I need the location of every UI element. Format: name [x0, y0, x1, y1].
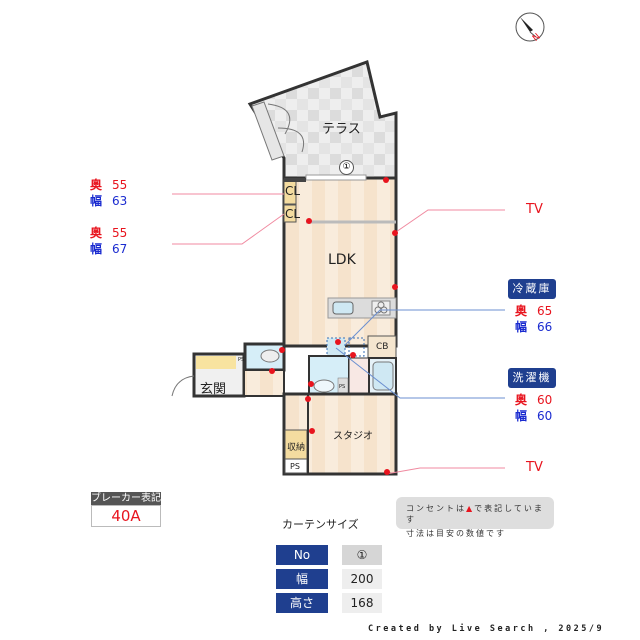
note-box: コンセントは▲で表記しています 寸法は目安の数値です — [396, 497, 554, 538]
breaker-title: ブレーカー表記 — [91, 492, 161, 505]
note-line-1: コンセントは▲で表記しています — [406, 503, 544, 525]
room-label-closet-1: CL — [285, 184, 301, 198]
curtain-header: 高さ — [276, 593, 328, 613]
note-line-2: 寸法は目安の数値です — [406, 529, 506, 538]
tv-label-studio: TV — [526, 460, 543, 475]
outlet — [269, 368, 275, 374]
note-line-1-pre: コンセントは — [406, 504, 466, 513]
fridge-dims: 奥 65 幅 66 — [515, 303, 552, 335]
width-label: 幅 — [515, 409, 528, 423]
outlet-markers — [269, 177, 398, 475]
window-marker: ① — [339, 160, 354, 175]
washer-title: 洗濯機 — [508, 368, 556, 388]
closet-dims-2: 奥 55 幅 67 — [90, 225, 127, 257]
entrance — [171, 352, 246, 398]
depth-label: 奥 — [90, 178, 103, 192]
depth-value: 55 — [112, 226, 128, 240]
width-label: 幅 — [90, 194, 103, 208]
room-label-ps-wash: PS — [339, 384, 346, 390]
room-label-studio: スタジオ — [333, 431, 373, 442]
closet-2 — [283, 204, 297, 223]
washroom — [308, 355, 350, 395]
compass-icon: N — [515, 12, 545, 44]
curtain-header: No — [276, 545, 328, 565]
outlet — [306, 218, 312, 224]
depth-value: 65 — [537, 304, 553, 318]
depth-label: 奥 — [90, 226, 103, 240]
note-line-1-post: で表記しています — [406, 504, 544, 524]
toilet-room — [243, 342, 286, 372]
outlet — [309, 428, 315, 434]
outlet — [392, 230, 398, 236]
curtain-value: ① — [342, 545, 382, 565]
depth-value: 55 — [112, 178, 128, 192]
room-label-terrace: テラス — [322, 122, 361, 137]
breaker-value: 40A — [91, 505, 161, 527]
bathtub — [368, 357, 397, 395]
outlet — [308, 381, 314, 387]
tv-label-ldk: TV — [526, 202, 543, 217]
outlet — [279, 347, 285, 353]
curtain-row: 高さ 168 — [276, 593, 382, 613]
outlet — [384, 469, 390, 475]
room-label-ps-toilet: PS — [238, 357, 245, 363]
closet-1 — [283, 178, 306, 205]
depth-value: 60 — [537, 393, 553, 407]
curtain-row: 幅 200 — [276, 569, 382, 589]
width-value: 67 — [112, 242, 128, 256]
fridge-title: 冷蔵庫 — [508, 279, 556, 299]
width-label: 幅 — [515, 320, 528, 334]
room-label-storage: 収納 — [287, 443, 306, 453]
outlet — [350, 352, 356, 358]
depth-label: 奥 — [515, 393, 528, 407]
curtain-value: 168 — [342, 593, 382, 613]
outlet — [383, 177, 389, 183]
studio-room — [282, 392, 398, 476]
curtain-table: No ① 幅 200 高さ 168 — [276, 545, 382, 613]
curtain-row: No ① — [276, 545, 382, 565]
breaker-box: ブレーカー表記 40A — [91, 492, 161, 527]
curtain-title: カーテンサイズ — [282, 518, 359, 531]
outlet — [335, 339, 341, 345]
width-value: 60 — [537, 409, 553, 423]
closet-dims-1: 奥 55 幅 63 — [90, 177, 127, 209]
footer-credit: Created by Live Search , 2025/9 — [368, 624, 605, 634]
room-label-cb: CB — [376, 342, 389, 352]
terrace — [247, 60, 398, 180]
outlet-legend-icon: ▲ — [466, 504, 475, 513]
width-label: 幅 — [90, 242, 103, 256]
ldk-room — [282, 174, 398, 348]
outlet — [392, 284, 398, 290]
svg-text:N: N — [531, 32, 543, 44]
room-label-ps-studio: PS — [290, 462, 300, 471]
washer-dims: 奥 60 幅 60 — [515, 392, 552, 424]
depth-label: 奥 — [515, 304, 528, 318]
width-value: 63 — [112, 194, 128, 208]
room-label-ldk: LDK — [328, 252, 356, 268]
room-label-entrance: 玄関 — [200, 382, 227, 397]
width-value: 66 — [537, 320, 553, 334]
curtain-value: 200 — [342, 569, 382, 589]
room-label-closet-2: CL — [285, 207, 301, 221]
curtain-header: 幅 — [276, 569, 328, 589]
outlet — [305, 396, 311, 402]
